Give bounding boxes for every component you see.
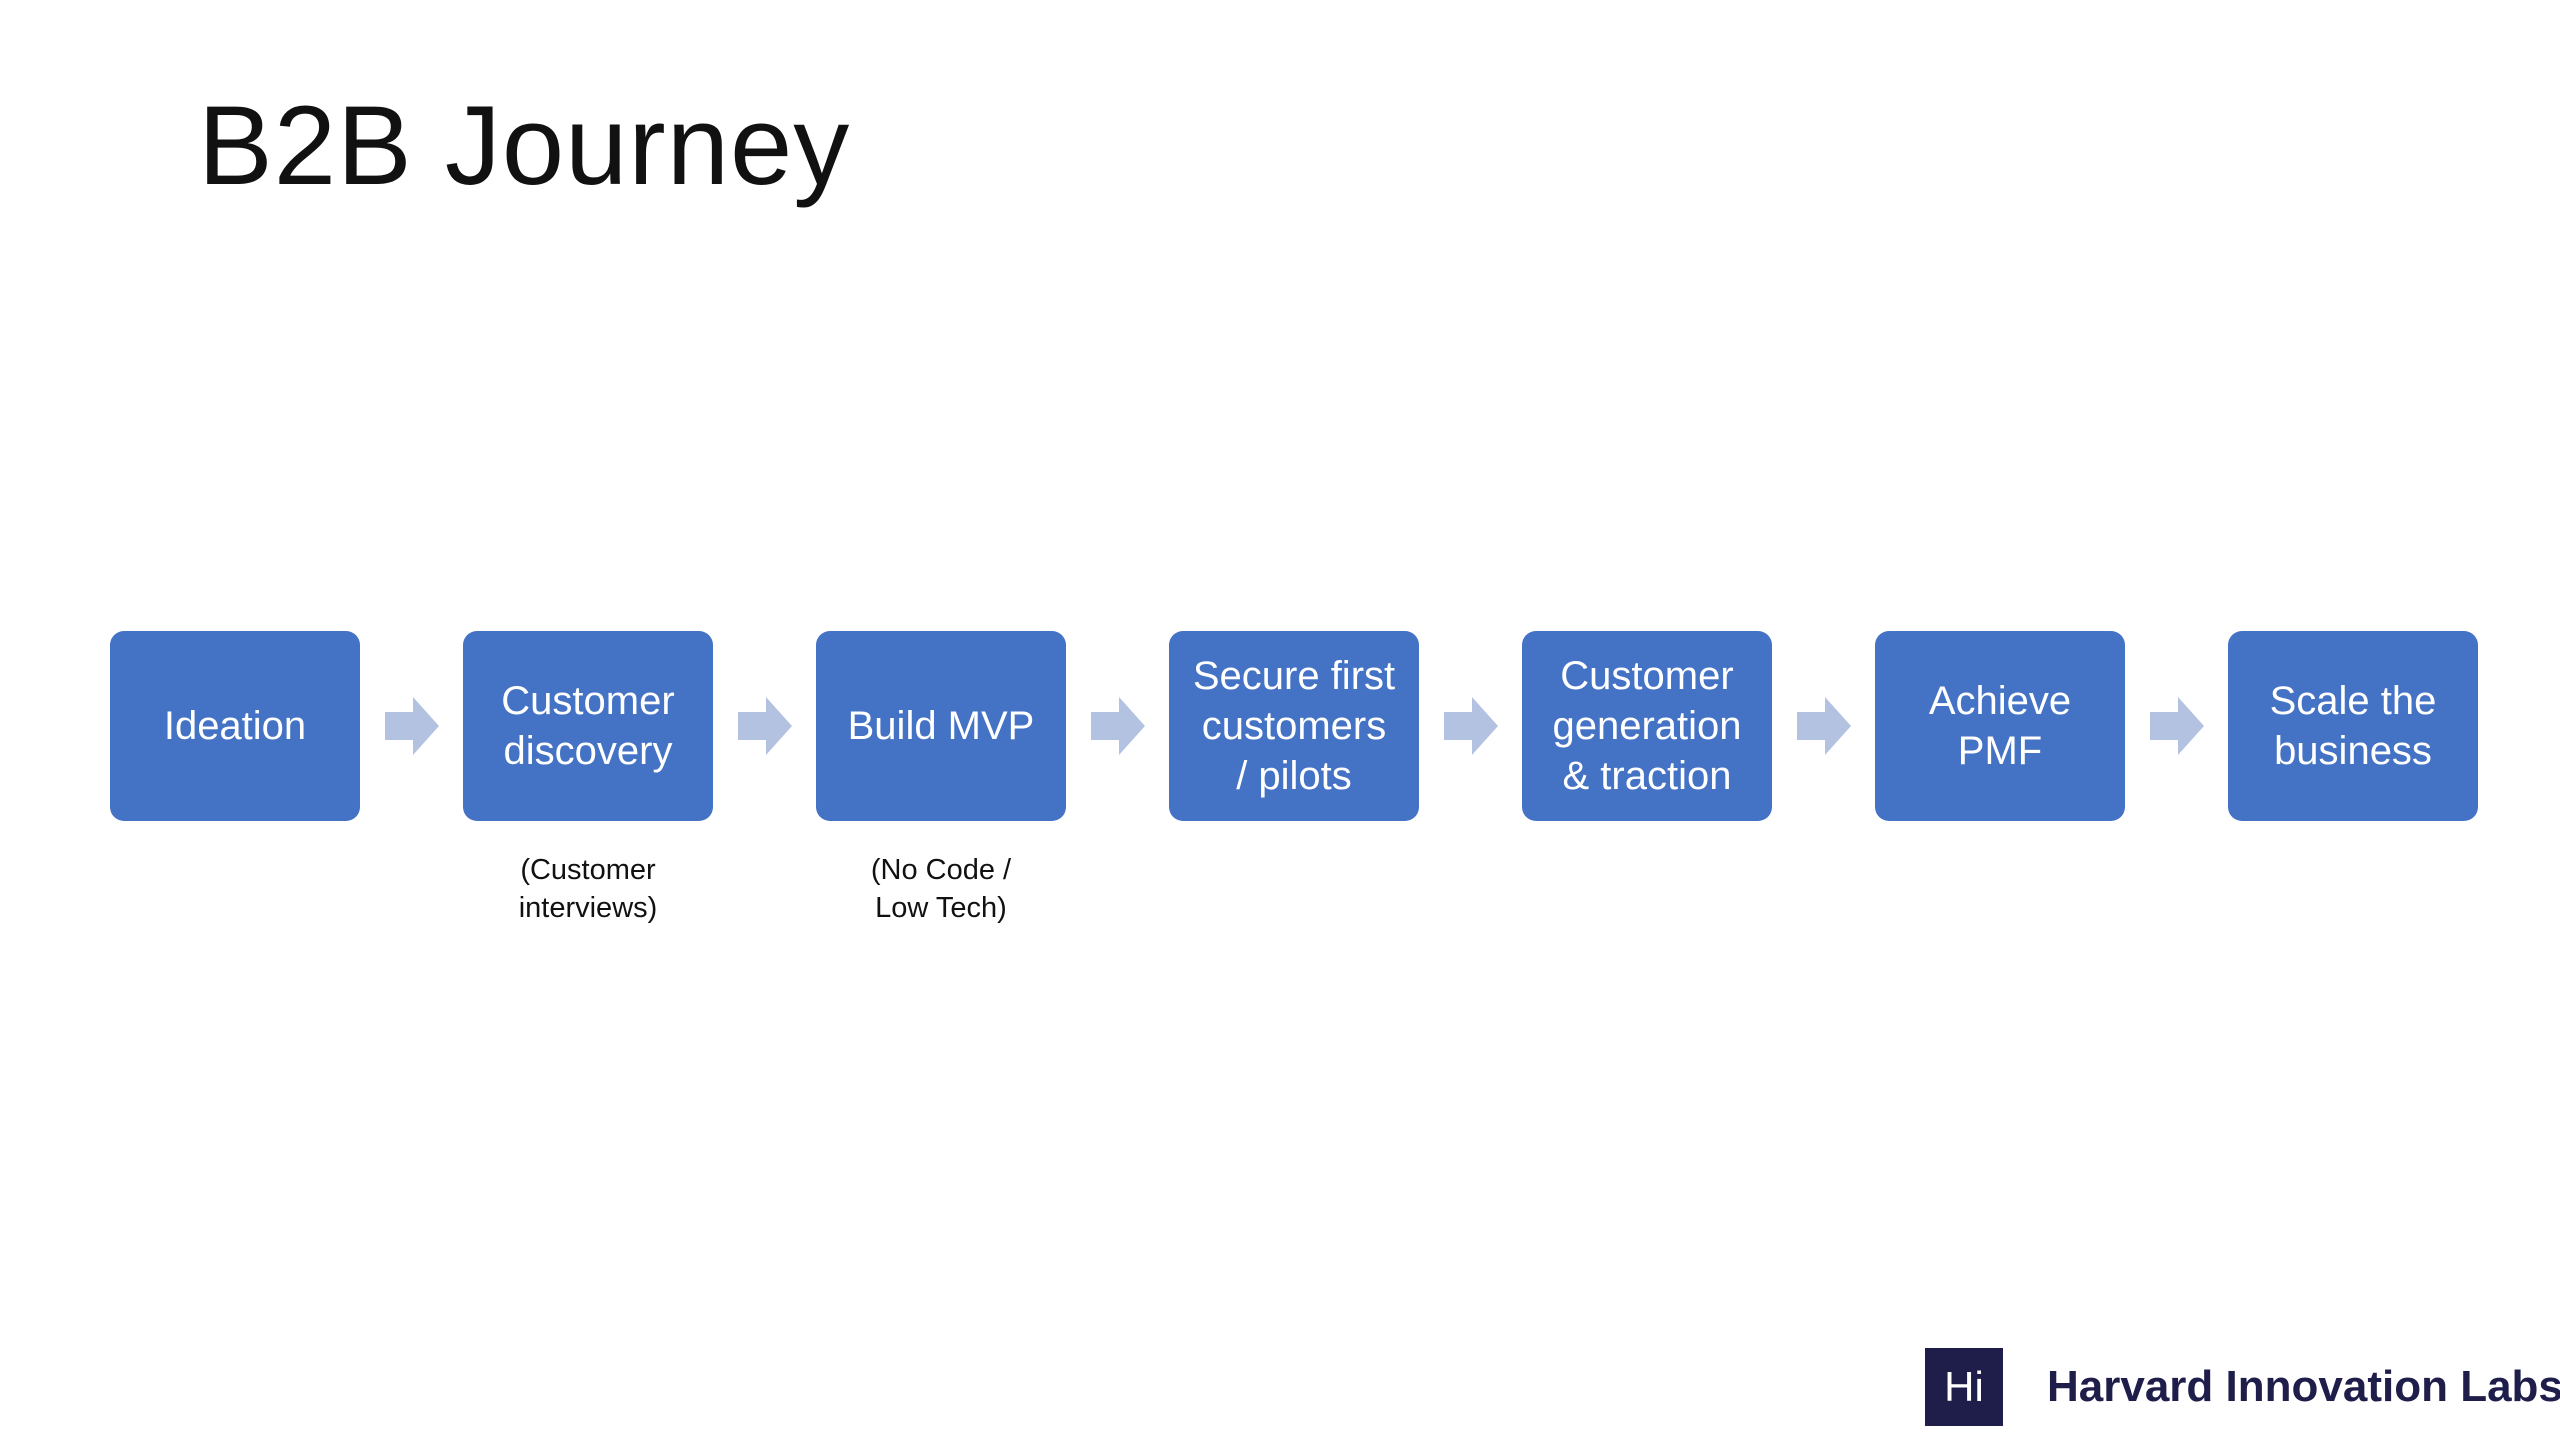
step-label: Ideation [163, 704, 307, 748]
brand-name: Harvard Innovation Labs [2047, 1362, 2560, 1411]
step-label: Scale the business [2269, 679, 2437, 773]
step-label: Achieve PMF [1928, 679, 2072, 773]
step-ideation: Ideation [110, 631, 360, 821]
right-arrow-icon [2125, 631, 2228, 821]
right-arrow-icon [360, 631, 463, 821]
brand-mark: Hi [1925, 1348, 2003, 1426]
step-build-mvp: Build MVP (No Code / Low Tech) [816, 631, 1066, 924]
step-secure-first-customers: Secure first customers / pilots [1169, 631, 1419, 821]
step-label: Customer generation & traction [1552, 654, 1742, 798]
slide-title: B2B Journey [198, 83, 851, 208]
right-arrow-icon [713, 631, 816, 821]
step-label: Secure first customers / pilots [1192, 654, 1396, 798]
step-customer-generation: Customer generation & traction [1522, 631, 1772, 821]
step-label: Customer discovery [501, 679, 675, 773]
step-note: (Customer interviews) [518, 854, 658, 924]
step-customer-discovery: Customer discovery (Customer interviews) [463, 631, 713, 924]
step-note: (No Code / Low Tech) [870, 854, 1012, 924]
right-arrow-icon [1419, 631, 1522, 821]
step-scale-business: Scale the business [2228, 631, 2478, 821]
right-arrow-icon [1066, 631, 1169, 821]
step-label: Build MVP [847, 704, 1035, 748]
step-achieve-pmf: Achieve PMF [1875, 631, 2125, 821]
brand-logo: Hi Harvard Innovation Labs [1925, 1348, 2560, 1426]
right-arrow-icon [1772, 631, 1875, 821]
journey-flow: Ideation Customer discovery (Customer in… [110, 630, 2480, 924]
